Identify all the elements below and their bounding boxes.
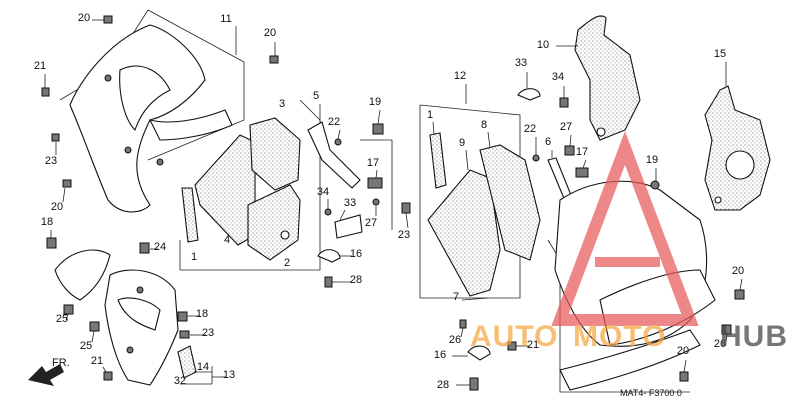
inner-panel-9	[427, 169, 501, 297]
callout-label: 27	[365, 217, 377, 229]
callout-label: 21	[527, 339, 539, 351]
inner-panel-3	[249, 117, 301, 191]
callout-label: 22	[328, 116, 340, 128]
callout-label: 25	[56, 313, 68, 325]
callout-label: 19	[646, 154, 658, 166]
callout-label: 33	[515, 57, 527, 69]
watermark-part-2: MOTO	[573, 320, 666, 353]
callout-label: 15	[714, 48, 726, 60]
inner-panel-2	[247, 184, 301, 261]
callout-label: 25	[80, 340, 92, 352]
callout-label: 17	[367, 157, 379, 169]
callout-label: 20	[264, 27, 276, 39]
callout-label: 34	[552, 71, 564, 83]
callout-label: 7	[453, 291, 459, 303]
callout-label: 20	[677, 345, 689, 357]
callout-label: 26	[714, 338, 726, 350]
front-direction-arrow: FR.	[28, 357, 70, 386]
callout-label: 1	[191, 251, 197, 263]
callout-label: 20	[78, 12, 90, 24]
callout-label: 23	[398, 229, 410, 241]
callout-label: 32	[174, 375, 186, 387]
callout-label: 24	[154, 241, 166, 253]
callout-label: 21	[34, 60, 46, 72]
callout-label: 14	[197, 361, 209, 373]
bracket-5	[307, 121, 361, 189]
watermark-triangle	[551, 131, 699, 326]
callout-label: 23	[202, 327, 214, 339]
left-assembly: FR.	[28, 9, 393, 386]
callout-label: 34	[317, 186, 329, 198]
diagram-code: MAT4- F3700 0	[620, 388, 682, 398]
lower-cowl-left	[54, 249, 111, 301]
callout-label: 4	[224, 234, 230, 246]
inner-panel-4	[194, 134, 256, 246]
heat-shield-15	[704, 85, 771, 211]
callout-label: 23	[45, 155, 57, 167]
front-label: FR.	[52, 357, 70, 369]
watermark: AUTO MOTO HUB	[470, 131, 788, 353]
strip-1-right	[429, 132, 447, 189]
callout-label: 27	[560, 121, 572, 133]
callout-label: 11	[220, 13, 231, 25]
callout-label: 6	[545, 136, 551, 148]
callout-label: 13	[223, 369, 235, 381]
strip-14	[177, 345, 197, 379]
callout-label: 28	[350, 274, 362, 286]
strip-1	[181, 187, 199, 243]
inner-panel-8	[479, 144, 541, 261]
watermark-part-1: AUTO	[470, 320, 558, 353]
callout-label: 16	[434, 349, 446, 361]
callout-label: 26	[449, 334, 461, 346]
callout-label: 21	[91, 355, 103, 367]
callout-label: 9	[459, 137, 465, 149]
callout-label: 19	[369, 96, 381, 108]
callout-label: 22	[524, 123, 536, 135]
callout-label: 2	[284, 257, 290, 269]
callout-label: 8	[481, 119, 487, 131]
callout-label: 20	[51, 201, 63, 213]
callout-label: 12	[454, 70, 466, 82]
callout-label: 5	[313, 90, 319, 102]
callout-label: 3	[279, 98, 285, 110]
callout-label: 20	[732, 265, 744, 277]
side-panel-10	[574, 15, 641, 141]
callout-label: 17	[576, 146, 588, 158]
callout-label: 1	[427, 109, 433, 121]
callout-label: 18	[41, 216, 53, 228]
callout-label: 10	[537, 39, 549, 51]
callout-label: 18	[196, 308, 208, 320]
callout-label: 16	[350, 248, 362, 260]
watermark-part-3: HUB	[720, 320, 788, 353]
callout-label: 28	[437, 379, 449, 391]
callout-label: 33	[344, 197, 356, 209]
